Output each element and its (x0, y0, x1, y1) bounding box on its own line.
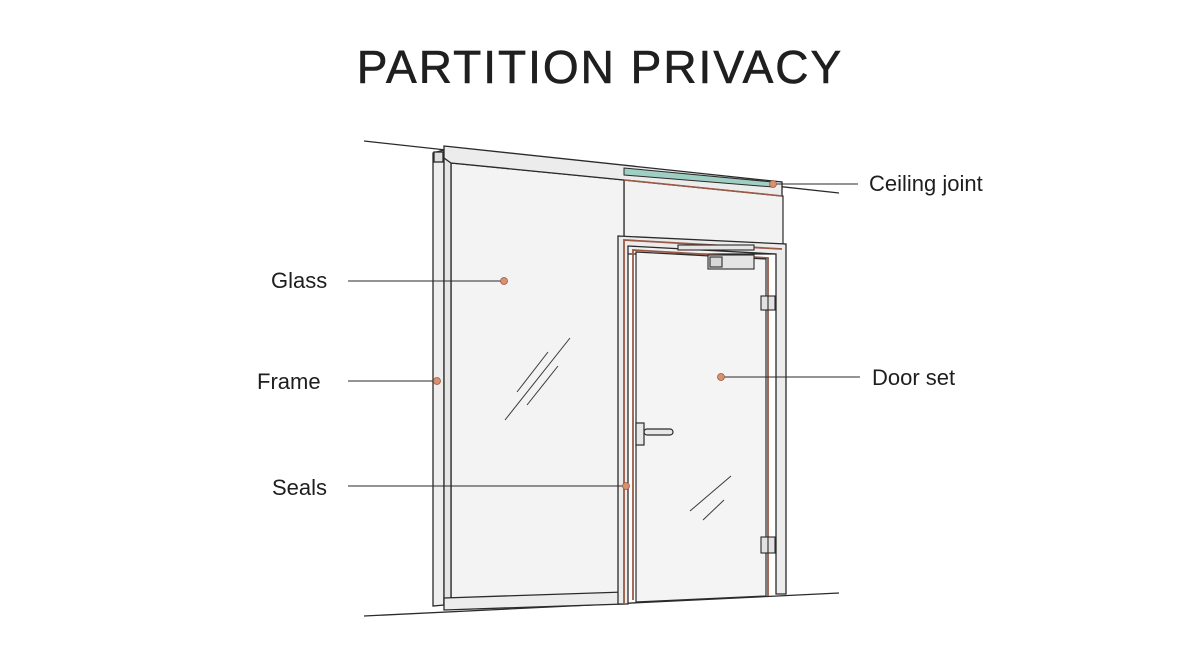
glass-reflection (504, 337, 571, 421)
glass-marker (500, 277, 508, 285)
transom-seal (623, 179, 783, 197)
door-closer (677, 244, 755, 270)
label-seals: Seals (272, 475, 328, 500)
diagram-title: PARTITION PRIVACY (356, 41, 844, 94)
label-ceiling-joint: Ceiling joint (869, 171, 983, 196)
door-reflection (689, 475, 732, 521)
door-leaf (635, 251, 767, 603)
callout-lines (348, 183, 860, 487)
callout-markers (433, 180, 777, 490)
door-frame (617, 235, 787, 605)
label-door-set: Door set (872, 365, 956, 390)
frame-marker (433, 377, 441, 385)
ceiling-joint-marker (769, 180, 777, 188)
label-frame: Frame (257, 369, 321, 394)
door-handle (635, 422, 674, 446)
door-hinges (760, 295, 776, 554)
door-set-marker (717, 373, 725, 381)
glass-panel (450, 162, 625, 599)
seals-marker (622, 482, 630, 490)
label-glass: Glass (271, 268, 328, 293)
